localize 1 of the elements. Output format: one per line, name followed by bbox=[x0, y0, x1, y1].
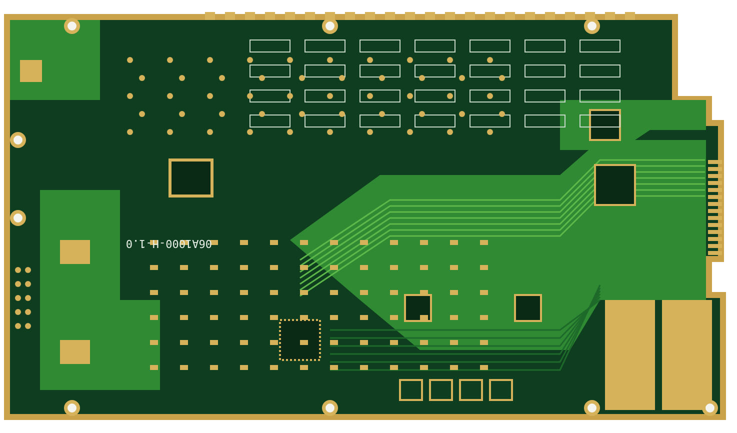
silkscreen-text: 06A1000-H-1.0 bbox=[126, 237, 212, 250]
